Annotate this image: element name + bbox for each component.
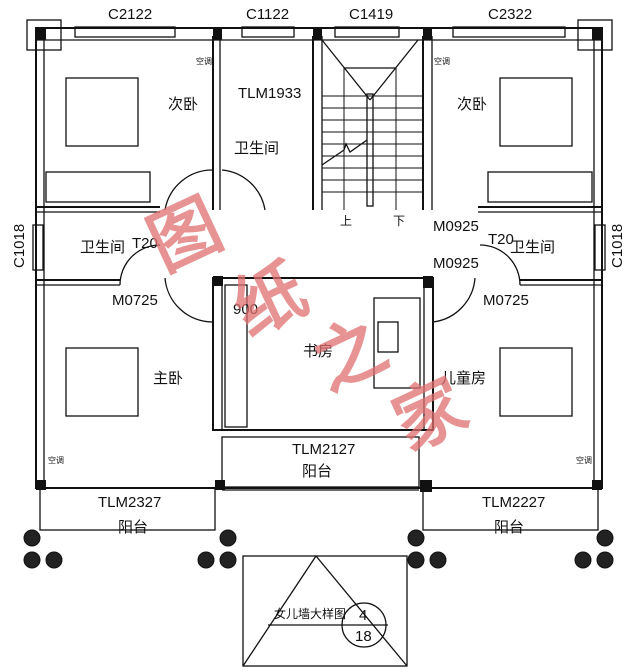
room-label-balcony-left: 阳台 (118, 518, 149, 536)
window-label-top-right: C2322 (488, 6, 533, 23)
room-label-balcony-right: 阳台 (494, 518, 525, 536)
room-label-bedroom-top-left: 次卧 (168, 95, 199, 113)
label-closet-900: 900 (233, 301, 259, 318)
stair-up-label: 上 (340, 214, 353, 228)
room-label-bath-right: 卫生间 (510, 238, 556, 256)
corner-frame-tr (577, 19, 613, 51)
ac-label: 空调 (434, 57, 450, 66)
ac-label: 空调 (576, 456, 592, 465)
window-label-top-bath: C1122 (246, 6, 290, 23)
room-label-kids-room: 儿童房 (441, 369, 487, 387)
detail-callout-label: 女儿墙大样图 (274, 607, 347, 621)
bed-top-right (499, 77, 573, 147)
room-label-study: 书房 (303, 342, 334, 360)
ac-label: 空调 (196, 57, 212, 66)
label-left-t20: T20 (132, 235, 158, 252)
room-label-balcony-center: 阳台 (302, 462, 333, 480)
window-label-left-side: C1018 (11, 223, 28, 268)
bed-master (65, 347, 139, 417)
room-label-master-bedroom: 主卧 (153, 369, 184, 387)
detail-callout-number: 4 (359, 607, 368, 624)
bed-kids (499, 347, 573, 417)
window-label-right-side: C1018 (609, 223, 626, 268)
door-label-left-bath: M0725 (112, 292, 158, 309)
label-right-t20: T20 (488, 231, 514, 248)
door-label-bath-center: TLM1933 (238, 85, 302, 102)
room-label-bedroom-top-right: 次卧 (457, 95, 488, 113)
door-label-right-bath: M0725 (483, 292, 529, 309)
door-label-right-upper-1: M0925 (433, 218, 479, 235)
detail-callout-sheet: 18 (355, 628, 372, 645)
bed-top-left (65, 77, 139, 147)
stair-down-label: 下 (393, 214, 406, 228)
ac-label: 空调 (48, 456, 64, 465)
door-label-right-upper-2: M0925 (433, 255, 479, 272)
door-label-balcony-right: TLM2227 (482, 494, 546, 511)
room-label-bath-center: 卫生间 (234, 139, 280, 157)
room-label-bath-left: 卫生间 (80, 238, 126, 256)
window-label-top-stair: C1419 (349, 6, 394, 23)
door-label-balcony-left: TLM2327 (98, 494, 162, 511)
door-label-balcony-center: TLM2127 (292, 441, 356, 458)
window-label-top-left: C2122 (108, 6, 153, 23)
